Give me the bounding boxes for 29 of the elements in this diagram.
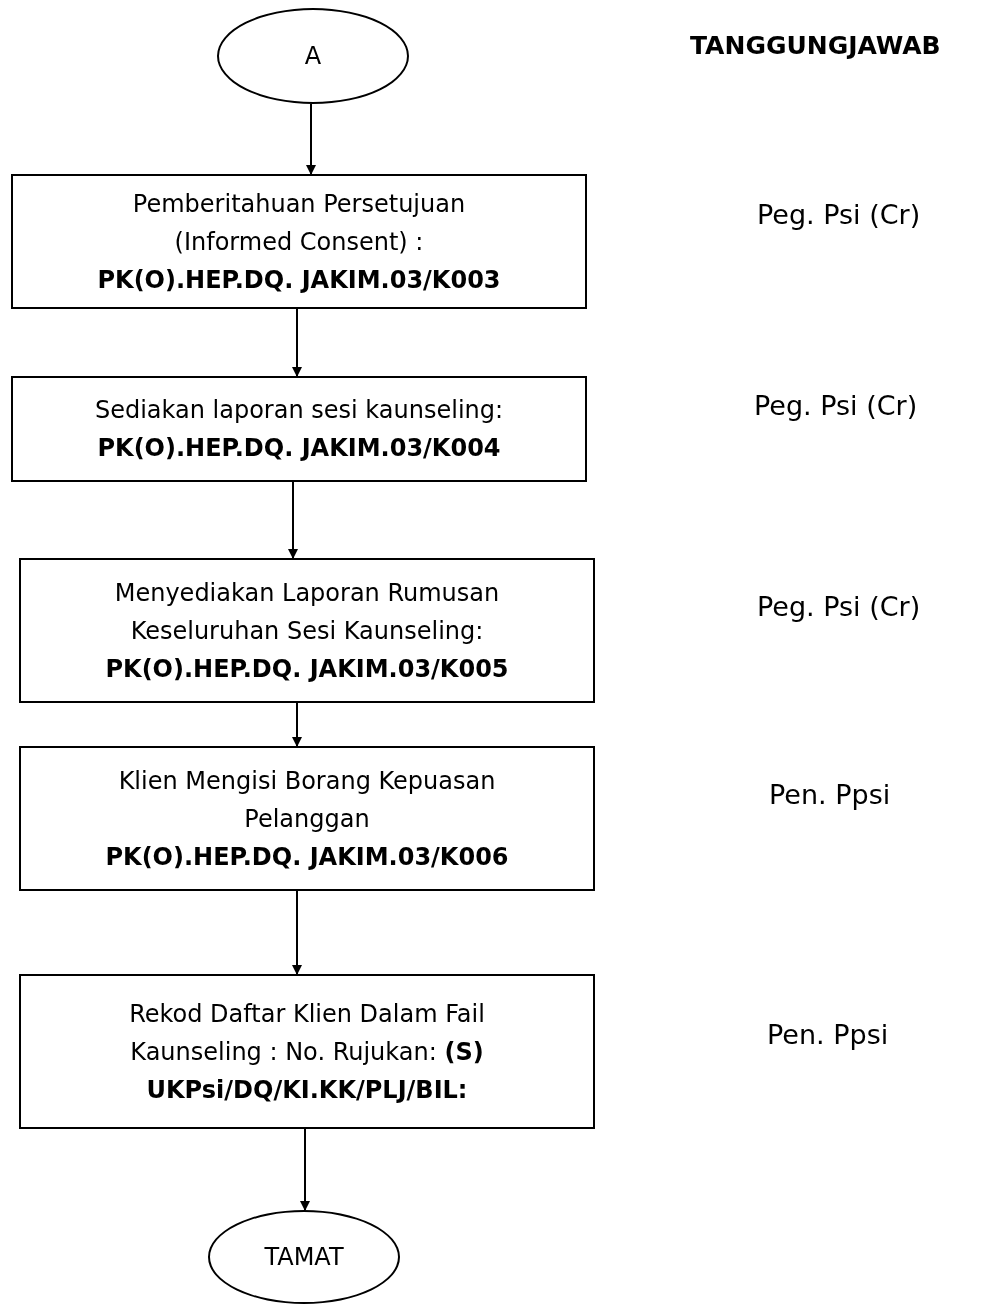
responsibility-text: Peg. Psi (Cr) bbox=[754, 389, 918, 423]
step-text: A bbox=[304, 41, 322, 72]
arrow bbox=[300, 1128, 310, 1211]
process-box bbox=[11, 376, 587, 482]
responsibility-text: Pen. Ppsi bbox=[767, 1018, 889, 1052]
step-text: Sediakan laporan sesi kaunseling: bbox=[94, 395, 504, 426]
arrow bbox=[292, 702, 302, 747]
arrow bbox=[292, 308, 302, 377]
column-heading: TANGGUNGJAWAB bbox=[690, 30, 941, 62]
form-code: PK(O).HEP.DQ. JAKIM.03/K005 bbox=[105, 653, 509, 685]
responsibility-text: Peg. Psi (Cr) bbox=[757, 590, 921, 624]
responsibility-text: Pen. Ppsi bbox=[769, 778, 891, 812]
arrow bbox=[306, 103, 316, 175]
process-box bbox=[19, 558, 595, 703]
process-box bbox=[19, 974, 595, 1129]
step-text: TAMAT bbox=[264, 1242, 344, 1273]
form-code: PK(O).HEP.DQ. JAKIM.03/K006 bbox=[105, 841, 509, 873]
arrow bbox=[292, 890, 302, 975]
form-code: PK(O).HEP.DQ. JAKIM.03/K004 bbox=[97, 433, 501, 464]
responsibility-text: Peg. Psi (Cr) bbox=[757, 198, 921, 232]
form-code: UKPsi/DQ/KI.KK/PLJ/BIL: bbox=[146, 1074, 468, 1106]
step-text: Pemberitahuan Persetujuan (Informed Consent) : bbox=[131, 188, 467, 258]
step-text: Menyediakan Laporan Rumusan Keseluruhan Sesi Kaunseling: bbox=[113, 577, 501, 647]
step-text: Klien Mengisi Borang Kepuasan Pelanggan bbox=[117, 765, 497, 835]
process-box bbox=[11, 174, 587, 309]
arrow bbox=[288, 481, 298, 559]
process-box bbox=[19, 746, 595, 891]
step-text: Rekod Daftar Klien Dalam Fail Kaunseling : No. Rujukan: (S) bbox=[128, 998, 486, 1068]
form-code: PK(O).HEP.DQ. JAKIM.03/K003 bbox=[97, 264, 501, 296]
